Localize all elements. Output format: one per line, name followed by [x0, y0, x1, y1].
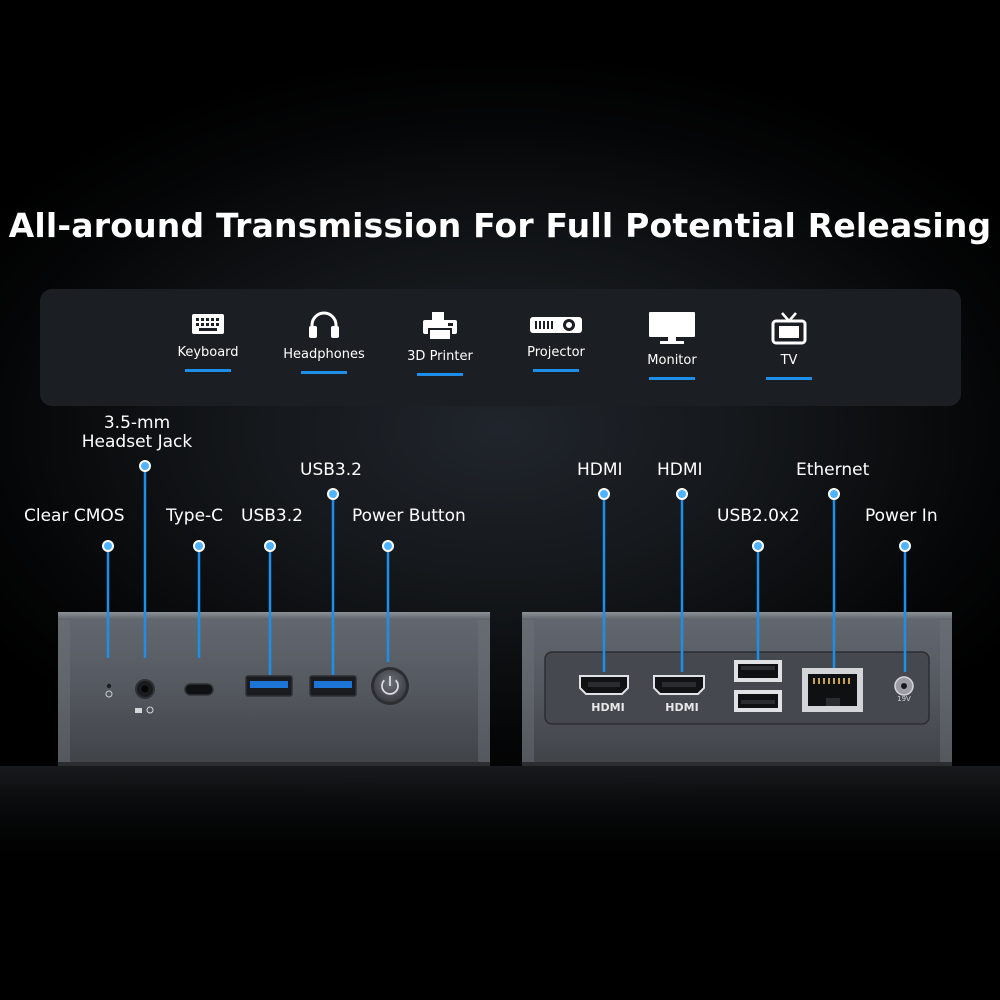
device-label: 3D Printer — [407, 349, 473, 364]
device-label: Monitor — [647, 353, 697, 368]
ethernet-port — [802, 668, 863, 712]
label-usb32-b: USB3.2 — [300, 460, 362, 480]
hdmi-logo-1: HDMI — [591, 701, 625, 714]
power-in-port — [894, 676, 914, 696]
device-underline — [417, 373, 463, 376]
device-underline — [533, 369, 579, 372]
device-underline — [185, 369, 231, 372]
label-power-button: Power Button — [352, 506, 466, 526]
usb32-port-b — [309, 675, 357, 697]
device-3d-printer: 3D Printer — [395, 311, 485, 376]
label-ethernet: Ethernet — [796, 460, 870, 480]
label-hdmi-1: HDMI — [577, 460, 623, 480]
callout-lines — [106, 470, 907, 675]
callout-dots — [102, 460, 911, 552]
device-label: Projector — [527, 345, 585, 360]
label-type-c: Type-C — [166, 506, 224, 526]
floor-reflection — [0, 766, 1000, 876]
tv-icon — [771, 312, 807, 345]
device-keyboard: Keyboard — [163, 311, 253, 372]
device-label: Headphones — [283, 347, 365, 362]
hdmi-port-1 — [579, 675, 629, 695]
label-clear-cmos: Clear CMOS — [24, 506, 125, 526]
clear-cmos-hole — [105, 683, 113, 698]
monitor-icon — [649, 312, 695, 344]
headset-jack — [135, 679, 155, 714]
device-panel: Keyboard Headphones 3D Printer — [40, 289, 961, 406]
type-c-port — [184, 683, 214, 696]
device-underline — [766, 377, 812, 380]
power-button — [371, 667, 409, 705]
device-label: Keyboard — [177, 345, 239, 360]
usb32-port-a — [245, 675, 293, 697]
keyboard-icon — [192, 314, 224, 334]
device-underline — [301, 371, 347, 374]
dc-spec-label: 19V — [897, 695, 911, 703]
label-headset-jack-line1: 3.5-mm — [103, 413, 171, 433]
device-tv: TV — [744, 311, 834, 380]
device-projector: Projector — [511, 311, 601, 372]
page-title: All-around Transmission For Full Potenti… — [8, 206, 992, 245]
label-usb20: USB2.0x2 — [717, 506, 800, 526]
printer-icon — [423, 312, 457, 341]
label-usb32-a: USB3.2 — [241, 506, 303, 526]
label-headset-jack-line2: Headset Jack — [81, 432, 193, 452]
headphones-icon — [309, 311, 339, 338]
usb20-ports — [734, 660, 782, 712]
hdmi-logo-2: HDMI — [665, 701, 699, 714]
device-label: TV — [780, 353, 798, 368]
label-hdmi-2: HDMI — [657, 460, 703, 480]
hdmi-port-2 — [653, 675, 705, 695]
projector-icon — [530, 317, 582, 333]
device-monitor: Monitor — [627, 311, 717, 380]
device-headphones: Headphones — [279, 311, 369, 374]
label-power-in: Power In — [865, 506, 938, 526]
device-underline — [649, 377, 695, 380]
